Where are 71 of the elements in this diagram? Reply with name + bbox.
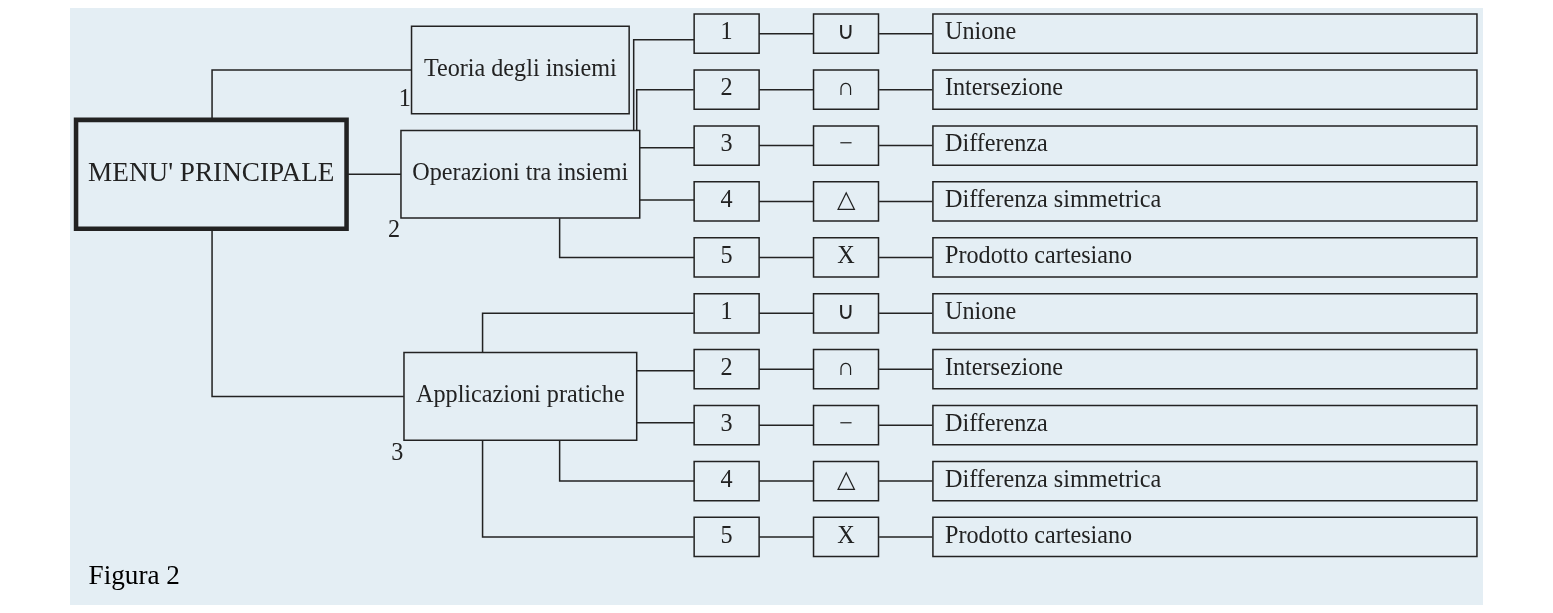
node-box: Prodotto cartesiano <box>932 516 1478 558</box>
connector <box>632 39 695 131</box>
node-box: Teoria degli insiemi <box>410 25 630 115</box>
node-box: Operazioni tra insiemi <box>400 129 641 219</box>
node-box: Unione <box>932 292 1478 334</box>
connector <box>878 536 934 538</box>
node-box: 2 <box>693 348 760 390</box>
connector <box>758 424 815 426</box>
connector <box>878 256 934 259</box>
connector <box>878 88 934 91</box>
node-box: − <box>812 125 880 166</box>
connector <box>758 256 815 259</box>
node-label: 1 <box>398 83 411 111</box>
node-label: 3 <box>391 437 404 465</box>
connector <box>639 199 695 201</box>
node-box: 5 <box>693 237 760 278</box>
node-box: Differenza <box>932 125 1478 166</box>
node-box: 5 <box>693 516 760 558</box>
node-box: Intersezione <box>932 69 1478 111</box>
node-box: X <box>812 237 880 278</box>
connector <box>346 173 402 176</box>
node-box: − <box>812 404 880 446</box>
connector <box>758 312 815 315</box>
connector <box>878 424 934 426</box>
node-box: ∪ <box>812 13 880 55</box>
node-box: X <box>812 516 880 558</box>
connector <box>758 88 815 91</box>
node-box: Differenza <box>932 404 1478 446</box>
connector <box>758 32 815 35</box>
connector <box>211 69 412 121</box>
node-box: 3 <box>693 125 760 166</box>
node-box: 1 <box>693 292 760 334</box>
connector <box>878 312 934 315</box>
connector <box>758 368 815 370</box>
node-box: 4 <box>693 181 760 222</box>
connector <box>758 144 815 147</box>
connector <box>636 369 695 372</box>
connector <box>878 480 934 482</box>
connector <box>878 32 934 35</box>
node-box: 2 <box>693 69 760 111</box>
node-box: △ <box>812 460 880 502</box>
node-box: Unione <box>932 13 1478 55</box>
connector <box>878 368 934 370</box>
connector <box>211 228 405 398</box>
node-box: 3 <box>693 404 760 446</box>
connector <box>758 480 815 482</box>
connector <box>878 200 934 203</box>
node-box: 4 <box>693 460 760 502</box>
connector <box>481 312 695 354</box>
connector <box>558 439 695 482</box>
node-box: Intersezione <box>932 348 1478 390</box>
node-box: ∩ <box>812 348 880 390</box>
connector <box>636 422 695 424</box>
node-box: Differenza simmetrica <box>932 181 1478 222</box>
node-box: Applicazioni pratiche <box>403 351 638 441</box>
connector <box>878 144 934 147</box>
node-box: MENU' PRINCIPALE <box>73 117 349 231</box>
node-box: ∪ <box>812 292 880 334</box>
connector <box>639 147 695 149</box>
connector <box>558 217 695 259</box>
caption: Figura 2 <box>88 560 180 591</box>
node-box: △ <box>812 181 880 222</box>
connector <box>635 88 695 131</box>
node-box: Differenza simmetrica <box>932 460 1478 502</box>
node-box: Prodotto cartesiano <box>932 237 1478 278</box>
node-box: ∩ <box>812 69 880 111</box>
connector <box>758 200 815 203</box>
node-box: 1 <box>693 13 760 55</box>
connector <box>481 439 695 538</box>
node-label: 2 <box>388 215 401 243</box>
connector <box>758 536 815 538</box>
